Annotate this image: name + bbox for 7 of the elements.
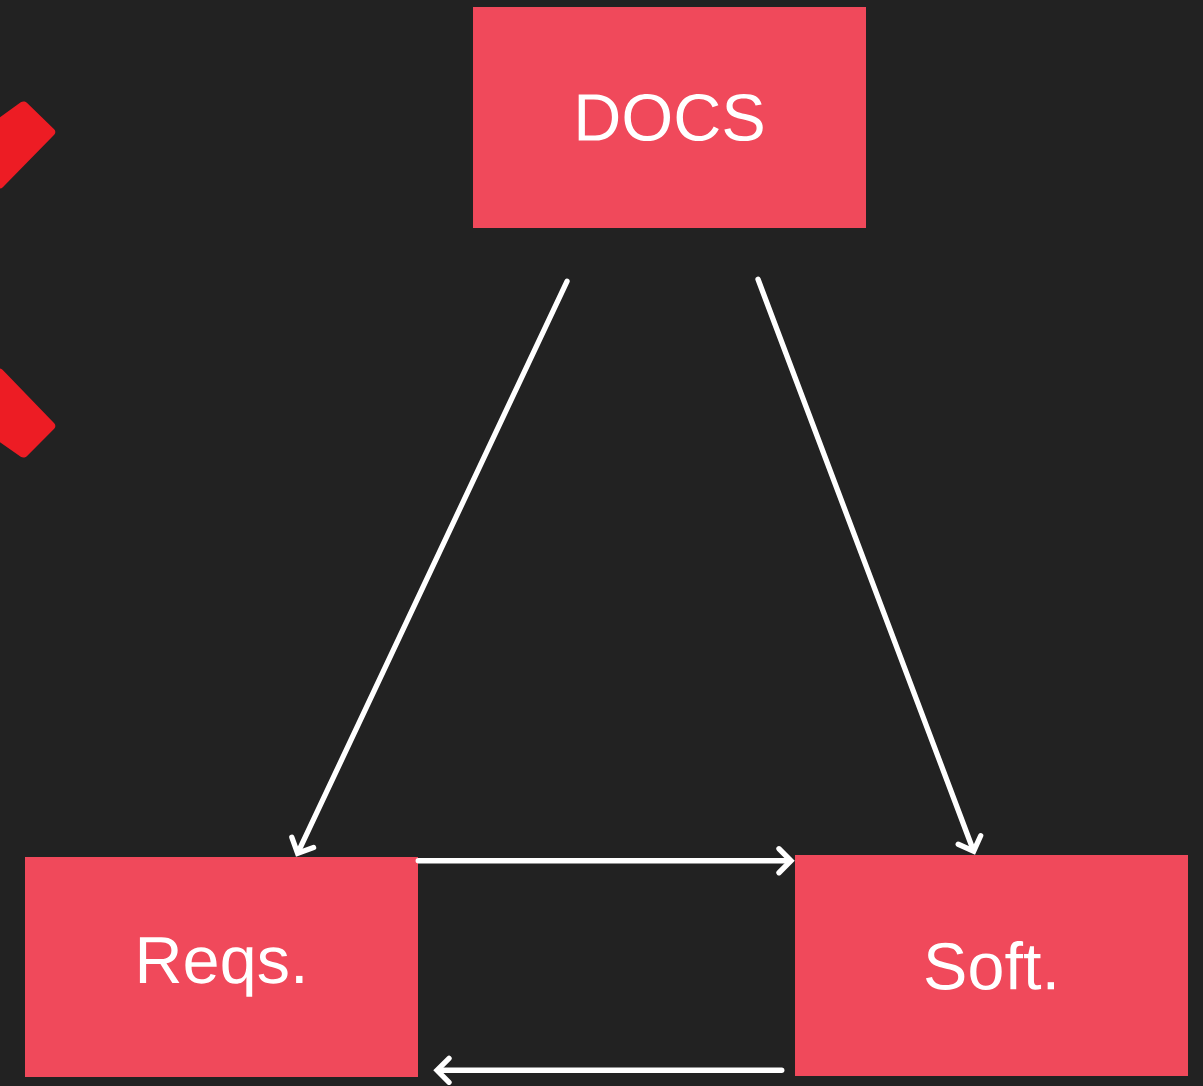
arrow <box>433 1055 785 1085</box>
process-box: Soft. <box>795 855 1188 1076</box>
arrow <box>415 846 795 876</box>
process-box: DOCS <box>473 7 866 228</box>
process-box: Reqs. <box>25 857 418 1077</box>
arrow <box>755 276 984 855</box>
arrow <box>289 278 570 857</box>
